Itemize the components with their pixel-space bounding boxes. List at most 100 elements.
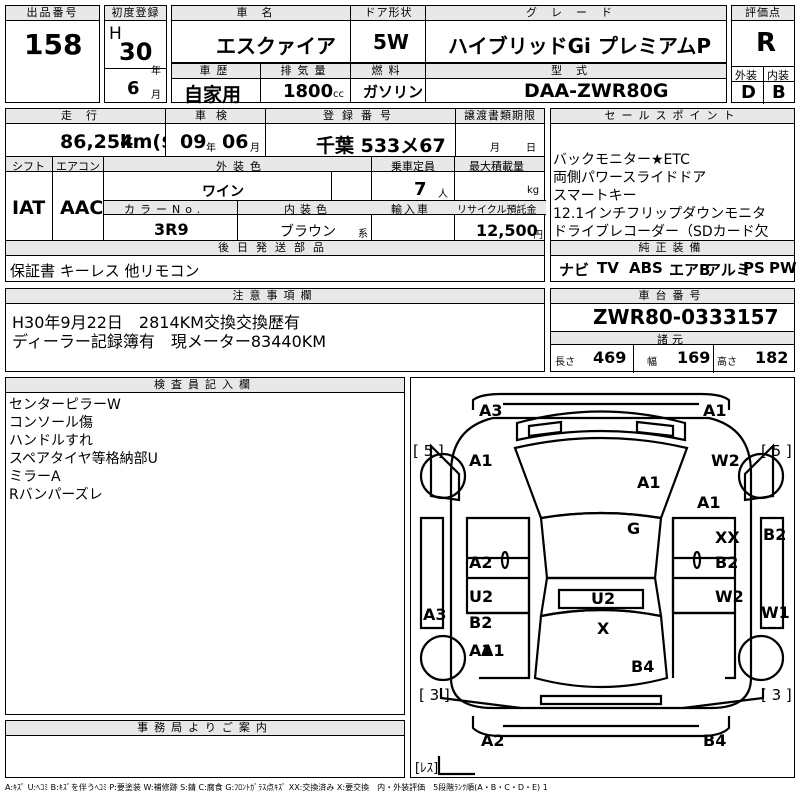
equipment-item: PW [769, 259, 797, 277]
sales-point-line: スマートキー [553, 188, 637, 204]
chassis-number: ZWR80-0333157 [593, 305, 779, 329]
damage-mark: U2 [469, 587, 493, 606]
later-parts-label: 後日発送部品 [6, 241, 544, 256]
top-table: 出品番号 158 初度登録 H 30 年 6 月 車名 エスクァイア ドア形状 … [5, 5, 795, 106]
equipment-label: 純正装備 [551, 241, 794, 256]
mileage-label: 走行 [6, 109, 166, 124]
damage-mark: A1 [469, 641, 493, 660]
damage-mark: [ 5 ] [761, 442, 792, 460]
damage-mark: A1 [697, 493, 721, 512]
recycle-label: リサイクル預託金 [457, 205, 537, 216]
grade-cell: グレード ハイブリッドGi プレミアムP [425, 5, 727, 63]
shift-label: シフト [12, 160, 45, 173]
later-parts-cell: 後日発送部品 保証書 キーレス 他リモコン [5, 240, 545, 282]
door-label: ドア形状 [351, 6, 426, 21]
damage-mark: [ 3 ] [761, 686, 792, 704]
fuel: ガソリン [363, 83, 424, 101]
reg-year: 30 [119, 38, 153, 66]
equipment-item: エアB [669, 261, 711, 279]
car-name-label: 車名 [172, 6, 351, 21]
plate-cell: 登録番号 千葉 533メ67 [265, 108, 457, 158]
reg-year-unit: 年 [151, 66, 161, 77]
damage-mark: B2 [715, 553, 738, 572]
mileage-cell: 走行 86,254 km($) [5, 108, 183, 158]
mileage: 86,254 [60, 131, 134, 153]
history: 自家用 [184, 84, 242, 106]
first-reg-cell: 初度登録 H 30 年 6 月 [104, 5, 167, 103]
damage-mark: G [627, 519, 640, 538]
int-score-label: 内装 [767, 69, 789, 82]
damage-marks: A3 A1 [ 5 ] [ 5 ] A1 W2 A1 A1 G B2 XX A2… [413, 401, 792, 776]
era: H [109, 24, 122, 44]
inspection-cell: 車検 09 年 06 月 [165, 108, 267, 158]
equipment-item: ナビ [559, 261, 590, 279]
lot-number: 158 [24, 28, 83, 61]
transfer-day-unit: 日 [526, 143, 536, 154]
inspector-cell: 検査員記入欄 センターピラーW コンソール傷 ハンドルすれ スペアタイヤ等格納部… [5, 377, 405, 715]
ac: AAC [60, 197, 104, 219]
damage-mark: A1 [703, 401, 727, 420]
damage-mark: A2 [481, 731, 505, 750]
plate-label: 登録番号 [266, 109, 456, 124]
damage-mark: X [597, 619, 610, 638]
damage-mark: W2 [715, 587, 744, 606]
height-label: 高さ [717, 357, 737, 368]
equipment-cell: 純正装備 ナビ TV ABS エアB アルミ PS PW [550, 240, 797, 282]
ac-label: エアコン [56, 160, 100, 173]
length-label: 長さ [555, 357, 575, 368]
model-label: 型式 [426, 64, 726, 79]
inspector-line: ミラーA [9, 469, 61, 485]
equipment-item: PS [743, 259, 765, 277]
first-reg-label: 初度登録 [105, 6, 166, 21]
recycle-unit: 円 [533, 230, 543, 241]
sales-point-line: 両側パワースライドドア [553, 170, 707, 186]
equipment-item: ABS [629, 259, 663, 277]
transfer-cell: 譲渡書類期限 月 日 [455, 108, 545, 158]
int-color-label: 内装色 [284, 203, 332, 216]
int-color: ブラウン [280, 224, 336, 240]
displacement: 1800 [283, 81, 334, 102]
width: 169 [677, 348, 711, 367]
damage-mark: XX [715, 528, 740, 547]
capacity-unit: 人 [438, 189, 448, 200]
score-label: 評価点 [732, 6, 794, 21]
ext-color-label: 外装色 [216, 160, 267, 173]
sales-point-line: ドライブレコーダー（SDカード欠 [553, 224, 769, 240]
recycle-fee: 12,500 [476, 221, 538, 240]
notes-line: ディーラー記録簿有 現メーター83440KM [12, 332, 327, 351]
damage-mark: B2 [469, 613, 492, 632]
score-cell: 評価点 R 外装 内装 D B [731, 5, 795, 104]
inspection-month: 06 [222, 131, 249, 153]
ext-color: ワイン [202, 184, 244, 200]
damage-mark: [ 3 ] [419, 686, 450, 704]
ext-score-label: 外装 [735, 69, 757, 82]
max-load-unit: kg [527, 185, 540, 196]
damage-mark: A2 [469, 553, 493, 572]
model-cell: 型式 DAA-ZWR80G [425, 63, 727, 103]
capacity-label: 乗車定員 [391, 160, 435, 173]
chassis-cell: 車台番号 ZWR80-0333157 諸元 長さ 469 幅 169 高さ 18… [550, 288, 795, 373]
shift: IAT [12, 197, 46, 219]
fuel-label: 燃料 [351, 64, 426, 79]
lot-cell: 出品番号 158 [5, 5, 100, 103]
damage-mark: B2 [763, 525, 786, 544]
max-load-label: 最大積載量 [469, 160, 524, 173]
fuel-cell: 燃料 ガソリン [350, 63, 427, 103]
damage-mark: W1 [761, 603, 790, 622]
inspection-label: 車検 [166, 109, 266, 124]
grade: ハイブリッドGi プレミアムP [448, 34, 712, 58]
damage-mark: A1 [469, 451, 493, 470]
inspector-line: Rバンパーズレ [9, 487, 103, 503]
grade-label: グレード [426, 6, 726, 21]
damage-mark: A1 [637, 473, 661, 492]
displacement-cell: 排気量 1800 cc [260, 63, 352, 103]
damage-mark: A3 [479, 401, 503, 420]
history-cell: 車歴 自家用 [171, 63, 262, 106]
car-diagram: A3 A1 [ 5 ] [ 5 ] A1 W2 A1 A1 G B2 XX A2… [413, 392, 792, 776]
transfer-label: 譲渡書類期限 [456, 109, 544, 124]
int-color-suffix: 系 [358, 229, 368, 240]
inspector-line: ハンドルすれ [9, 433, 93, 449]
later-parts: 保証書 キーレス 他リモコン [10, 262, 200, 280]
office-cell: 事務局よりご案内 [5, 720, 405, 778]
chassis-label: 車台番号 [551, 289, 794, 304]
